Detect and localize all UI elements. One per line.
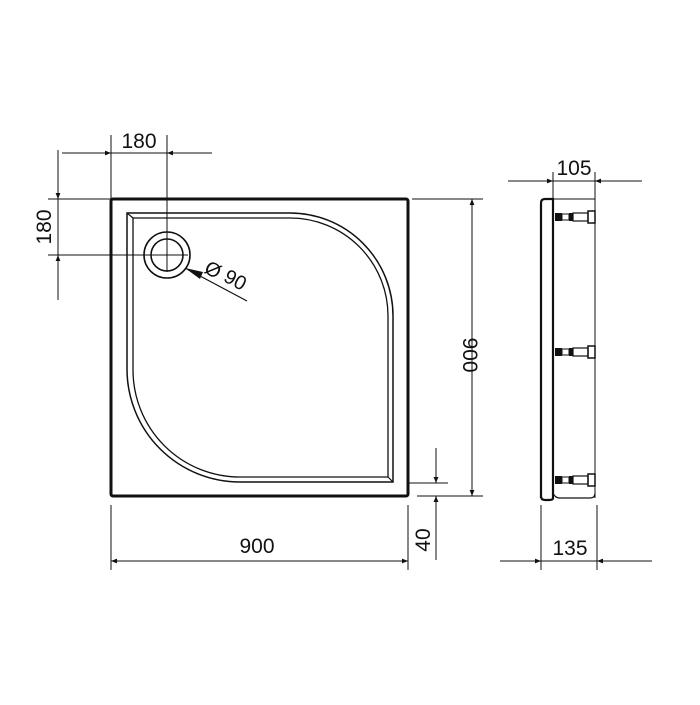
svg-text:180: 180 xyxy=(33,209,56,244)
dimension-drain-offset-y: 180 xyxy=(33,150,111,300)
svg-text:40: 40 xyxy=(412,528,435,551)
support-leg-icon xyxy=(555,473,596,487)
drain-diameter-label: 90 xyxy=(220,266,250,296)
svg-text:135: 135 xyxy=(552,537,587,560)
dimension-plate-width: 105 xyxy=(508,157,642,199)
dimension-drain-offset-x: 180 xyxy=(62,130,212,199)
tray-outline xyxy=(109,197,410,498)
support-leg-icon xyxy=(555,210,596,224)
side-view xyxy=(539,197,596,502)
support-leg-icon xyxy=(555,345,596,359)
basin-inner-edge xyxy=(132,217,389,478)
svg-text:105: 105 xyxy=(556,157,591,180)
dimension-width: 900 xyxy=(110,505,409,570)
dimension-depth: 900 xyxy=(412,198,483,497)
drain-diameter-symbol: Ø xyxy=(201,257,225,284)
svg-text:900: 900 xyxy=(239,535,274,558)
basin-outer-edge xyxy=(126,212,394,483)
svg-text:900: 900 xyxy=(458,337,481,372)
svg-text:180: 180 xyxy=(121,130,156,153)
plan-view: Ø 90 xyxy=(48,135,410,498)
dimension-rim-height: 40 xyxy=(408,448,448,560)
dimension-total-width: 135 xyxy=(500,505,652,570)
